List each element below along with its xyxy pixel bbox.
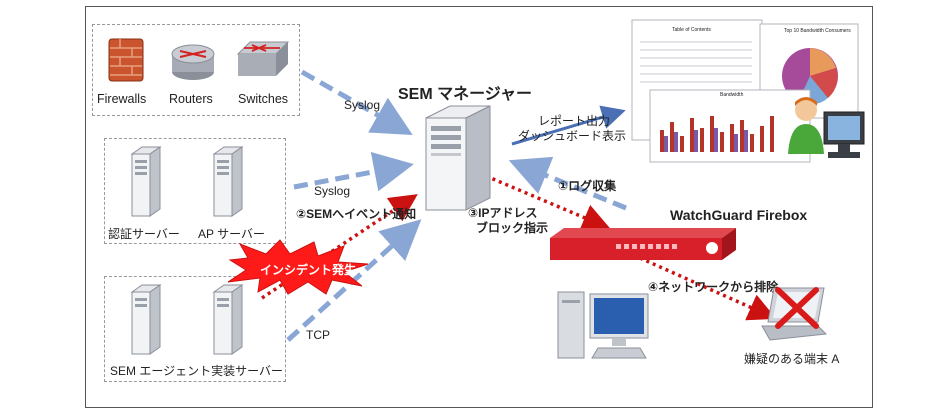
report-label-1: レポート出力: [538, 114, 611, 128]
exclude-arrow: [639, 256, 777, 321]
report-chart-icon: [631, 19, 859, 163]
routers-label: Routers: [169, 92, 213, 106]
switches-label: Switches: [238, 92, 289, 106]
auth-server-icon: [130, 146, 162, 217]
sem-manager-server-icon: [425, 105, 491, 211]
log-collect-label: ①ログ収集: [558, 179, 617, 193]
sem-agent-label: SEM エージェント実装サーバー: [110, 364, 283, 378]
report-label-2: ダッシュボード表示: [518, 129, 627, 143]
incident-label: インシデント発生: [260, 263, 357, 277]
exclude-label: ④ネットワークから排除: [648, 280, 779, 294]
ip-block-label-1: ③IPアドレス: [468, 206, 538, 220]
network-devices-group: [92, 24, 300, 116]
router-icon: [171, 44, 215, 80]
watchguard-title: WatchGuard Firebox: [670, 207, 808, 223]
ip-block-arrow: [485, 174, 611, 231]
auth-server-label: 認証サーバー: [108, 227, 180, 241]
syslog-arrow-mid: [293, 151, 414, 192]
sem-agent-group: [104, 276, 286, 382]
sem-manager-title: SEM マネージャー: [398, 86, 532, 103]
suspect-terminal-label: 嫌疑のある端末 A: [744, 352, 840, 366]
agent-server-icon: [130, 284, 162, 355]
syslog-top-label: Syslog: [344, 98, 381, 112]
incident-burst-icon: [227, 239, 369, 295]
report-bar-title: Bandwidth: [720, 92, 744, 98]
report-arrow: [511, 105, 626, 146]
ap-server-icon: [212, 146, 244, 217]
operator-icon: [788, 97, 865, 158]
report-toc-title: Table of Contents: [672, 27, 711, 33]
switch-icon: [236, 41, 290, 76]
firewalls-label: Firewalls: [97, 92, 147, 106]
desktop-pc-icon: [557, 291, 649, 359]
log-collect-arrow: [508, 156, 627, 211]
ap-server-label: AP サーバー: [198, 227, 266, 241]
report-pie-title: Top 10 Bandwidth Consumers: [784, 28, 851, 34]
tcp-label: TCP: [306, 328, 330, 342]
notify-label: ②SEMへイベント通知: [296, 207, 417, 221]
firebox-appliance-icon: [550, 228, 736, 260]
blocked-x-icon: [775, 287, 819, 329]
servers-group: [104, 138, 286, 244]
diagram-frame: [85, 6, 873, 408]
ip-block-label-2: ブロック指示: [476, 221, 549, 235]
syslog-mid-label: Syslog: [314, 184, 351, 198]
syslog-arrow-top: [300, 69, 413, 135]
firewall-icon: [108, 38, 144, 82]
agent-server-icon: [212, 284, 244, 355]
